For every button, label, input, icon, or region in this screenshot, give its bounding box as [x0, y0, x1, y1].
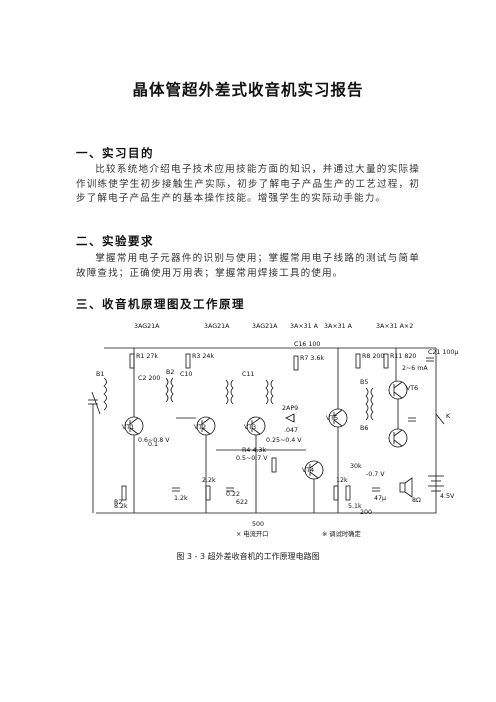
component-label: 47μ	[374, 495, 386, 502]
component-label: R11 820	[390, 353, 416, 360]
schematic-label: 3AG21A	[252, 323, 278, 330]
voltage-measurement: -0.7 V	[366, 471, 385, 478]
component-label: B5	[360, 379, 368, 386]
component-label: VT6	[406, 385, 418, 392]
component-label: B6	[360, 425, 368, 432]
component-label: R1 27k	[136, 353, 158, 360]
dial-value: 500	[252, 521, 264, 528]
legend-adjust-on-test: ※ 调试时确定	[322, 529, 361, 538]
component-label: 4.5V	[440, 493, 455, 500]
component-label: .047	[284, 427, 298, 434]
component-label: VT3	[244, 424, 256, 431]
schematic-label: 3A×31 A	[324, 323, 353, 330]
component-label: R3 24k	[192, 353, 214, 360]
section-heading-purpose: 一、实习目的	[76, 146, 154, 160]
component-label: 1.2k	[174, 495, 188, 502]
component-label: 200	[360, 509, 372, 516]
schematic-label: 3AG21A	[204, 323, 230, 330]
component-label: 8.2k	[114, 503, 128, 510]
component-label: C21 100μ	[428, 349, 458, 356]
component-label: R8 200	[362, 353, 384, 360]
component-label: C11	[242, 371, 254, 378]
component-label: 5.1k	[348, 503, 362, 510]
component-label: 30k	[350, 463, 362, 470]
component-label: C16 100	[294, 341, 320, 348]
report-title: 晶体管超外差式收音机实习报告	[132, 81, 364, 99]
voltage-measurement: 0.5~0.7 V	[236, 455, 268, 462]
component-label: B2	[166, 369, 174, 376]
radio-circuit-schematic: 3AG21A 3AG21A 3AG21A 3A×31 A 3A×31 A 3A×…	[88, 323, 458, 538]
component-label: B1	[96, 371, 104, 378]
component-label: R4 4.3k	[242, 447, 266, 454]
current-measurement: 2~6 mA	[402, 365, 428, 372]
voltage-measurement: 0.25~0.4 V	[266, 437, 302, 444]
voltage-measurement: 0.6~0.8 V	[138, 437, 170, 444]
figure-caption: 图 3 - 3 超外差收音机的工作原理电路图	[176, 552, 320, 561]
component-label: VT4	[302, 467, 314, 474]
component-label: VT1	[122, 424, 134, 431]
component-label: 8Ω	[412, 497, 421, 504]
component-label: C10	[180, 371, 192, 378]
component-label: 2AP9	[282, 405, 298, 412]
schematic-label: 3A×31 A	[290, 323, 319, 330]
section-body-purpose: 比较系统地介绍电子技术应用技能方面的知识，并通过大量的实际操作训练使学生初步接触…	[76, 164, 420, 205]
component-label: 12k	[336, 477, 348, 484]
legend-current-opening: × 电流开口	[236, 529, 268, 538]
section-body-requirements: 掌握常用电子元器件的识别与使用；掌握常用电子线路的测试与简单故障查找；正确使用万…	[76, 253, 420, 279]
component-label: 0.1	[148, 441, 158, 448]
component-label: 0.22	[226, 491, 240, 498]
component-label: VT5	[326, 415, 338, 422]
section-heading-schematic: 三、收音机原理图及工作原理	[76, 297, 245, 311]
section-heading-requirements: 二、实验要求	[76, 234, 154, 248]
component-label: 622	[236, 499, 248, 506]
schematic-label: 3A×31 A×2	[376, 323, 413, 330]
component-label: VT2	[194, 424, 206, 431]
schematic-label: 3AG21A	[134, 323, 160, 330]
component-label: K	[446, 413, 451, 420]
component-label: C2 200	[138, 375, 160, 382]
component-label: R7 3.6k	[300, 355, 324, 362]
component-label: R2	[114, 499, 122, 506]
component-label: 2.2k	[202, 477, 216, 484]
